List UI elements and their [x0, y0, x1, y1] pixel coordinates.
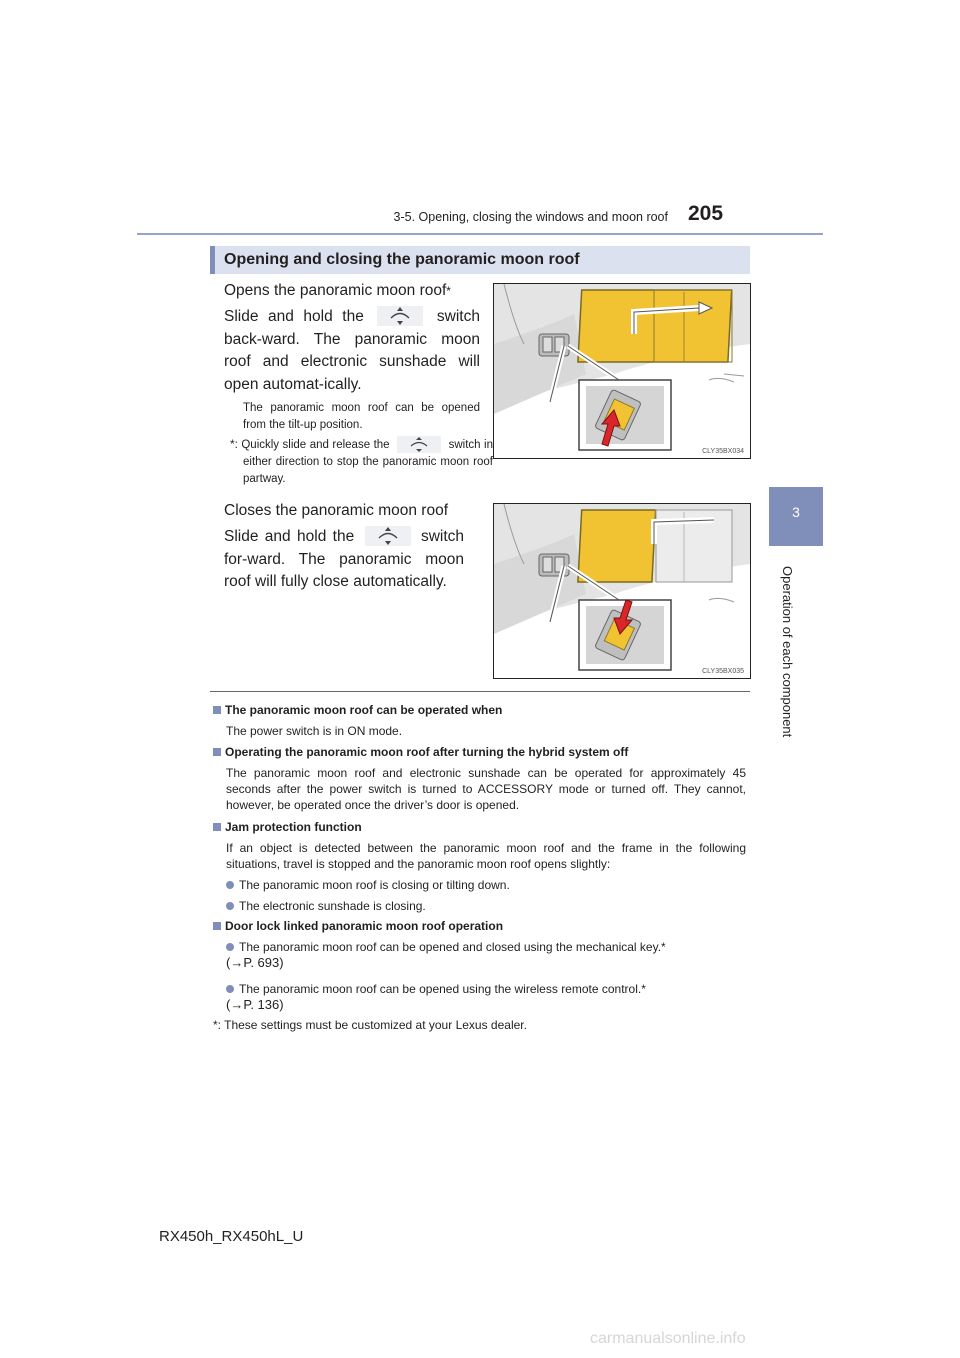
round-bullet-icon — [226, 943, 234, 951]
note-title-text: Operating the panoramic moon roof after … — [225, 745, 629, 759]
moon-roof-switch-icon — [364, 526, 411, 546]
footnote: *: These settings must be customized at … — [213, 1017, 743, 1033]
note-title: Door lock linked panoramic moon roof ope… — [213, 919, 503, 933]
figure-code: CLY35BX034 — [702, 448, 744, 455]
figure-open-moon-roof: CLY35BX034 — [493, 283, 751, 459]
open-heading-text: Opens the panoramic moon roof — [224, 282, 447, 299]
asterisk-mark: * — [213, 1018, 218, 1032]
asterisk-mark: * — [230, 437, 235, 451]
note-title-text: Jam protection function — [225, 820, 362, 834]
cross-reference: (→P. 693) — [226, 955, 284, 970]
note-text: The panoramic moon roof and electronic s… — [226, 766, 746, 812]
close-instruction: Slide and hold the switch for-ward. The … — [224, 526, 464, 594]
note-bullet: The panoramic moon roof is closing or ti… — [226, 877, 746, 893]
chapter-number: 3 — [792, 504, 800, 520]
note-bullet-text: The panoramic moon roof can be opened us… — [239, 982, 642, 996]
footer-model: RX450h_RX450hL_U — [159, 1228, 304, 1245]
open-star-before: : Quickly slide and release the — [234, 439, 390, 451]
open-heading: Opens the panoramic moon roof* — [224, 280, 480, 302]
moon-roof-switch-icon — [397, 436, 442, 453]
footnote-text: : These settings must be customized at y… — [217, 1018, 527, 1032]
close-text-after: switch for-ward. The panoramic moon roof… — [224, 528, 465, 590]
chapter-tab — [769, 487, 823, 546]
cross-reference: (→P. 136) — [226, 997, 284, 1012]
open-text-after: switch back-ward. The panoramic moon roo… — [224, 308, 480, 393]
note-text: If an object is detected between the pan… — [226, 841, 746, 871]
round-bullet-icon — [226, 881, 234, 889]
note-text: The power switch is in ON mode. — [226, 724, 403, 738]
note-bullet: The panoramic moon roof can be opened us… — [226, 981, 746, 997]
close-heading: Closes the panoramic moon roof — [224, 502, 449, 519]
close-text-before: Slide and hold the — [224, 528, 355, 545]
open-star-note: *: Quickly slide and release the switch … — [230, 436, 493, 488]
square-bullet-icon — [213, 922, 221, 930]
asterisk-mark: * — [641, 982, 646, 996]
note-title: Jam protection function — [213, 820, 362, 834]
open-sub-note: The panoramic moon roof can be opened fr… — [243, 402, 480, 431]
open-star-after: switch in either direction to stop the p… — [243, 439, 493, 485]
note-title: The panoramic moon roof can be operated … — [213, 703, 502, 717]
note-bullet: The electronic sunshade is closing. — [226, 898, 746, 914]
section-header-bar — [210, 246, 750, 274]
figure-close-moon-roof: CLY35BX035 — [493, 503, 751, 679]
asterisk-mark: * — [661, 940, 666, 954]
open-text-before: Slide and hold the — [224, 308, 364, 325]
note-bullet: The panoramic moon roof can be opened an… — [226, 939, 746, 955]
running-header-title: 3-5. Opening, closing the windows and mo… — [393, 210, 668, 224]
red-arrow-down-icon — [613, 599, 634, 635]
note-title: Operating the panoramic moon roof after … — [213, 745, 628, 759]
note-bullet-text: The panoramic moon roof is closing or ti… — [239, 878, 510, 892]
watermark: carmanualsonline.info — [590, 1330, 746, 1347]
notes-rule — [210, 691, 750, 692]
note-title-text: The panoramic moon roof can be operated … — [225, 703, 503, 717]
figure-code: CLY35BX035 — [702, 668, 744, 675]
open-instruction: Slide and hold the switch back-ward. The… — [224, 306, 480, 396]
round-bullet-icon — [226, 902, 234, 910]
round-bullet-icon — [226, 985, 234, 993]
section-header-accent — [210, 246, 215, 274]
note-bullet-text: The electronic sunshade is closing. — [239, 899, 426, 913]
header-rule — [137, 233, 823, 235]
moon-roof-switch-icon — [377, 306, 424, 326]
note-bullet-text: The panoramic moon roof can be opened an… — [239, 940, 662, 954]
note-title-text: Door lock linked panoramic moon roof ope… — [225, 919, 504, 933]
square-bullet-icon — [213, 706, 221, 714]
square-bullet-icon — [213, 748, 221, 756]
page-number: 205 — [688, 202, 724, 225]
red-arrow-up-icon — [600, 409, 621, 447]
square-bullet-icon — [213, 823, 221, 831]
section-title: Opening and closing the panoramic moon r… — [224, 251, 580, 268]
chapter-label: Operation of each component — [780, 566, 795, 738]
asterisk-mark: * — [446, 284, 451, 298]
